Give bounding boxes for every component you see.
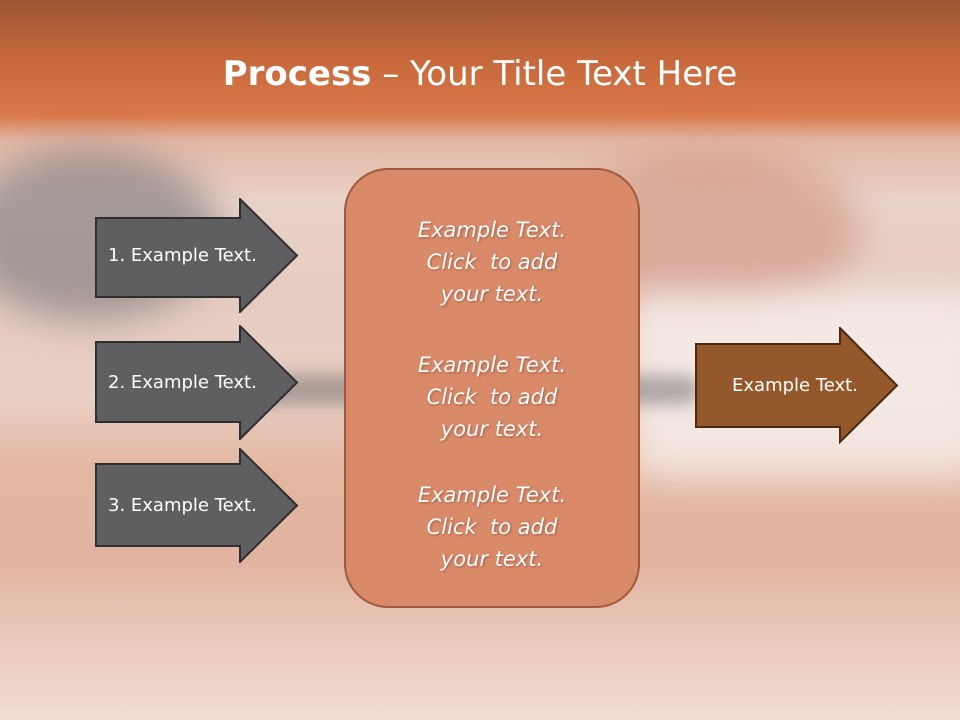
input-arrow-3[interactable]: 3. Example Text.: [95, 448, 299, 563]
arrow-shape: [95, 325, 299, 440]
arrow-label: 1. Example Text.: [108, 245, 257, 266]
text-line: your text.: [440, 282, 544, 306]
input-arrow-1[interactable]: 1. Example Text.: [95, 198, 299, 313]
arrow-label: 2. Example Text.: [108, 372, 257, 393]
text-line: Example Text.: [417, 483, 567, 507]
arrow-shape: [95, 448, 299, 563]
text-line: your text.: [440, 547, 544, 571]
arrow-label: 3. Example Text.: [108, 495, 257, 516]
input-arrow-2[interactable]: 2. Example Text.: [95, 325, 299, 440]
text-line: Example Text.: [417, 353, 567, 377]
slide-title[interactable]: Process – Your Title Text Here: [0, 52, 960, 96]
arrow-shape: [695, 327, 899, 444]
arrow-shape: [95, 198, 299, 313]
text-line: your text.: [440, 417, 544, 441]
process-text-block-2: Example Text. Click to add your text.: [346, 349, 638, 445]
title-rest: – Your Title Text Here: [371, 54, 738, 94]
process-box[interactable]: Example Text. Click to add your text. Ex…: [344, 168, 640, 608]
arrow-label: Example Text.: [732, 375, 858, 396]
title-bold: Process: [222, 54, 372, 94]
process-text-block-3: Example Text. Click to add your text.: [346, 479, 638, 575]
output-arrow[interactable]: Example Text.: [695, 327, 899, 444]
text-line: Click to add: [426, 515, 558, 539]
text-line: Click to add: [426, 250, 558, 274]
text-line: Example Text.: [417, 218, 567, 242]
process-text-block-1: Example Text. Click to add your text.: [346, 214, 638, 310]
text-line: Click to add: [426, 385, 558, 409]
